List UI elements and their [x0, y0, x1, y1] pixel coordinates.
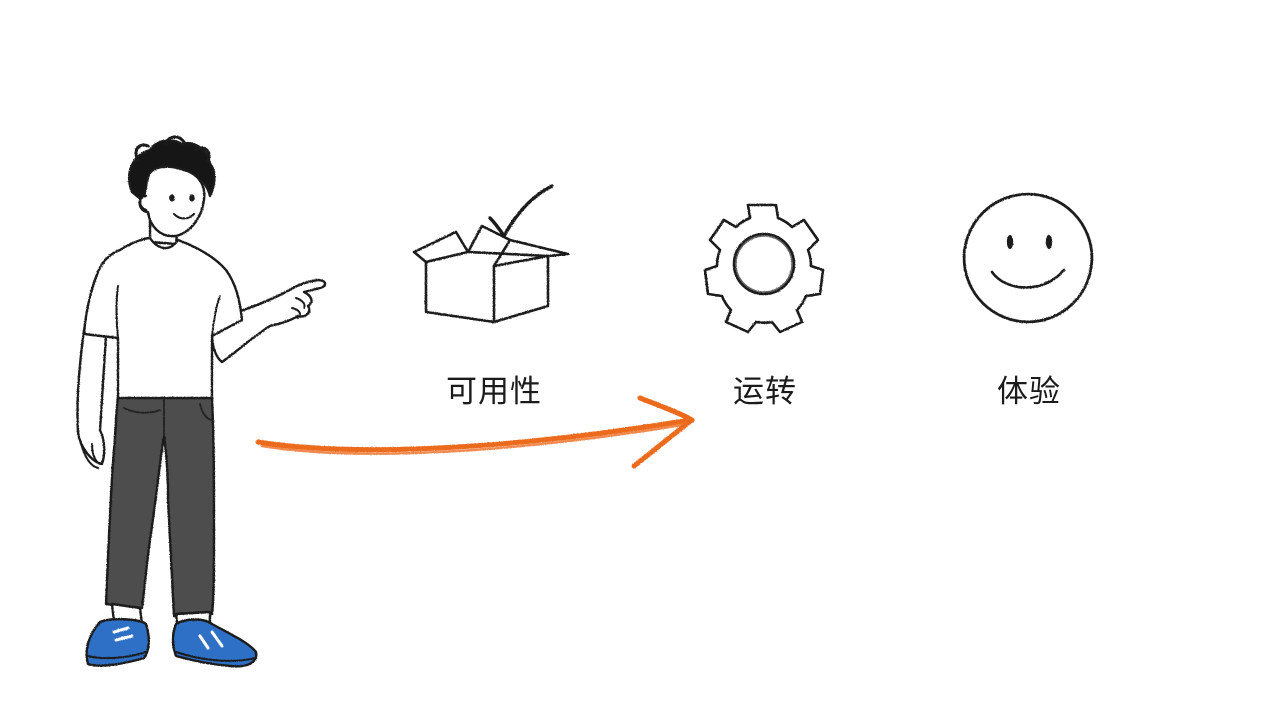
shirt: [82, 236, 244, 404]
eye: [169, 194, 175, 202]
concept-label-experience: 体验: [997, 374, 1061, 410]
smiley-face-icon: [962, 192, 1094, 324]
eye: [189, 194, 195, 202]
progress-arrow: [255, 395, 695, 469]
concept-label-availability: 可用性: [446, 374, 542, 410]
left-arm: [76, 328, 108, 466]
pants: [104, 396, 216, 618]
left-shoe: [85, 618, 150, 667]
pointing-arm: [210, 278, 327, 364]
concept-label-operation: 运转: [733, 374, 797, 410]
gear-icon: [703, 203, 825, 334]
person-figure: [76, 135, 327, 668]
mouth: [173, 213, 195, 220]
right-shoe: [171, 618, 258, 668]
open-box-with-check-icon: [412, 184, 570, 324]
